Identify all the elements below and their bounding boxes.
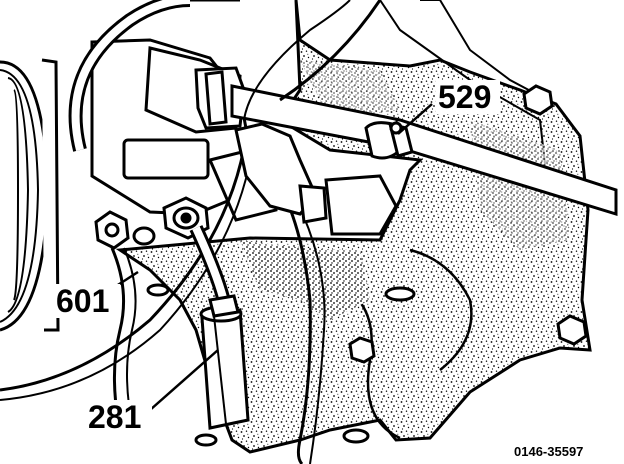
- callout-529: 529: [438, 79, 491, 115]
- hoses: [0, 0, 382, 464]
- lower-left-fittings: [94, 196, 233, 425]
- component-281: [199, 294, 250, 430]
- figure-code: 0146-35597: [514, 444, 583, 459]
- callout-601: 601: [56, 283, 109, 319]
- callout-labels: 529 601 281: [54, 79, 500, 435]
- pipe-clamp: [364, 121, 414, 160]
- union-fitting: [144, 46, 246, 134]
- leader-281: [149, 349, 219, 411]
- connector-block: [234, 122, 398, 236]
- leader-529: [397, 103, 433, 135]
- callout-281: 281: [88, 399, 141, 435]
- pulley: [0, 58, 60, 332]
